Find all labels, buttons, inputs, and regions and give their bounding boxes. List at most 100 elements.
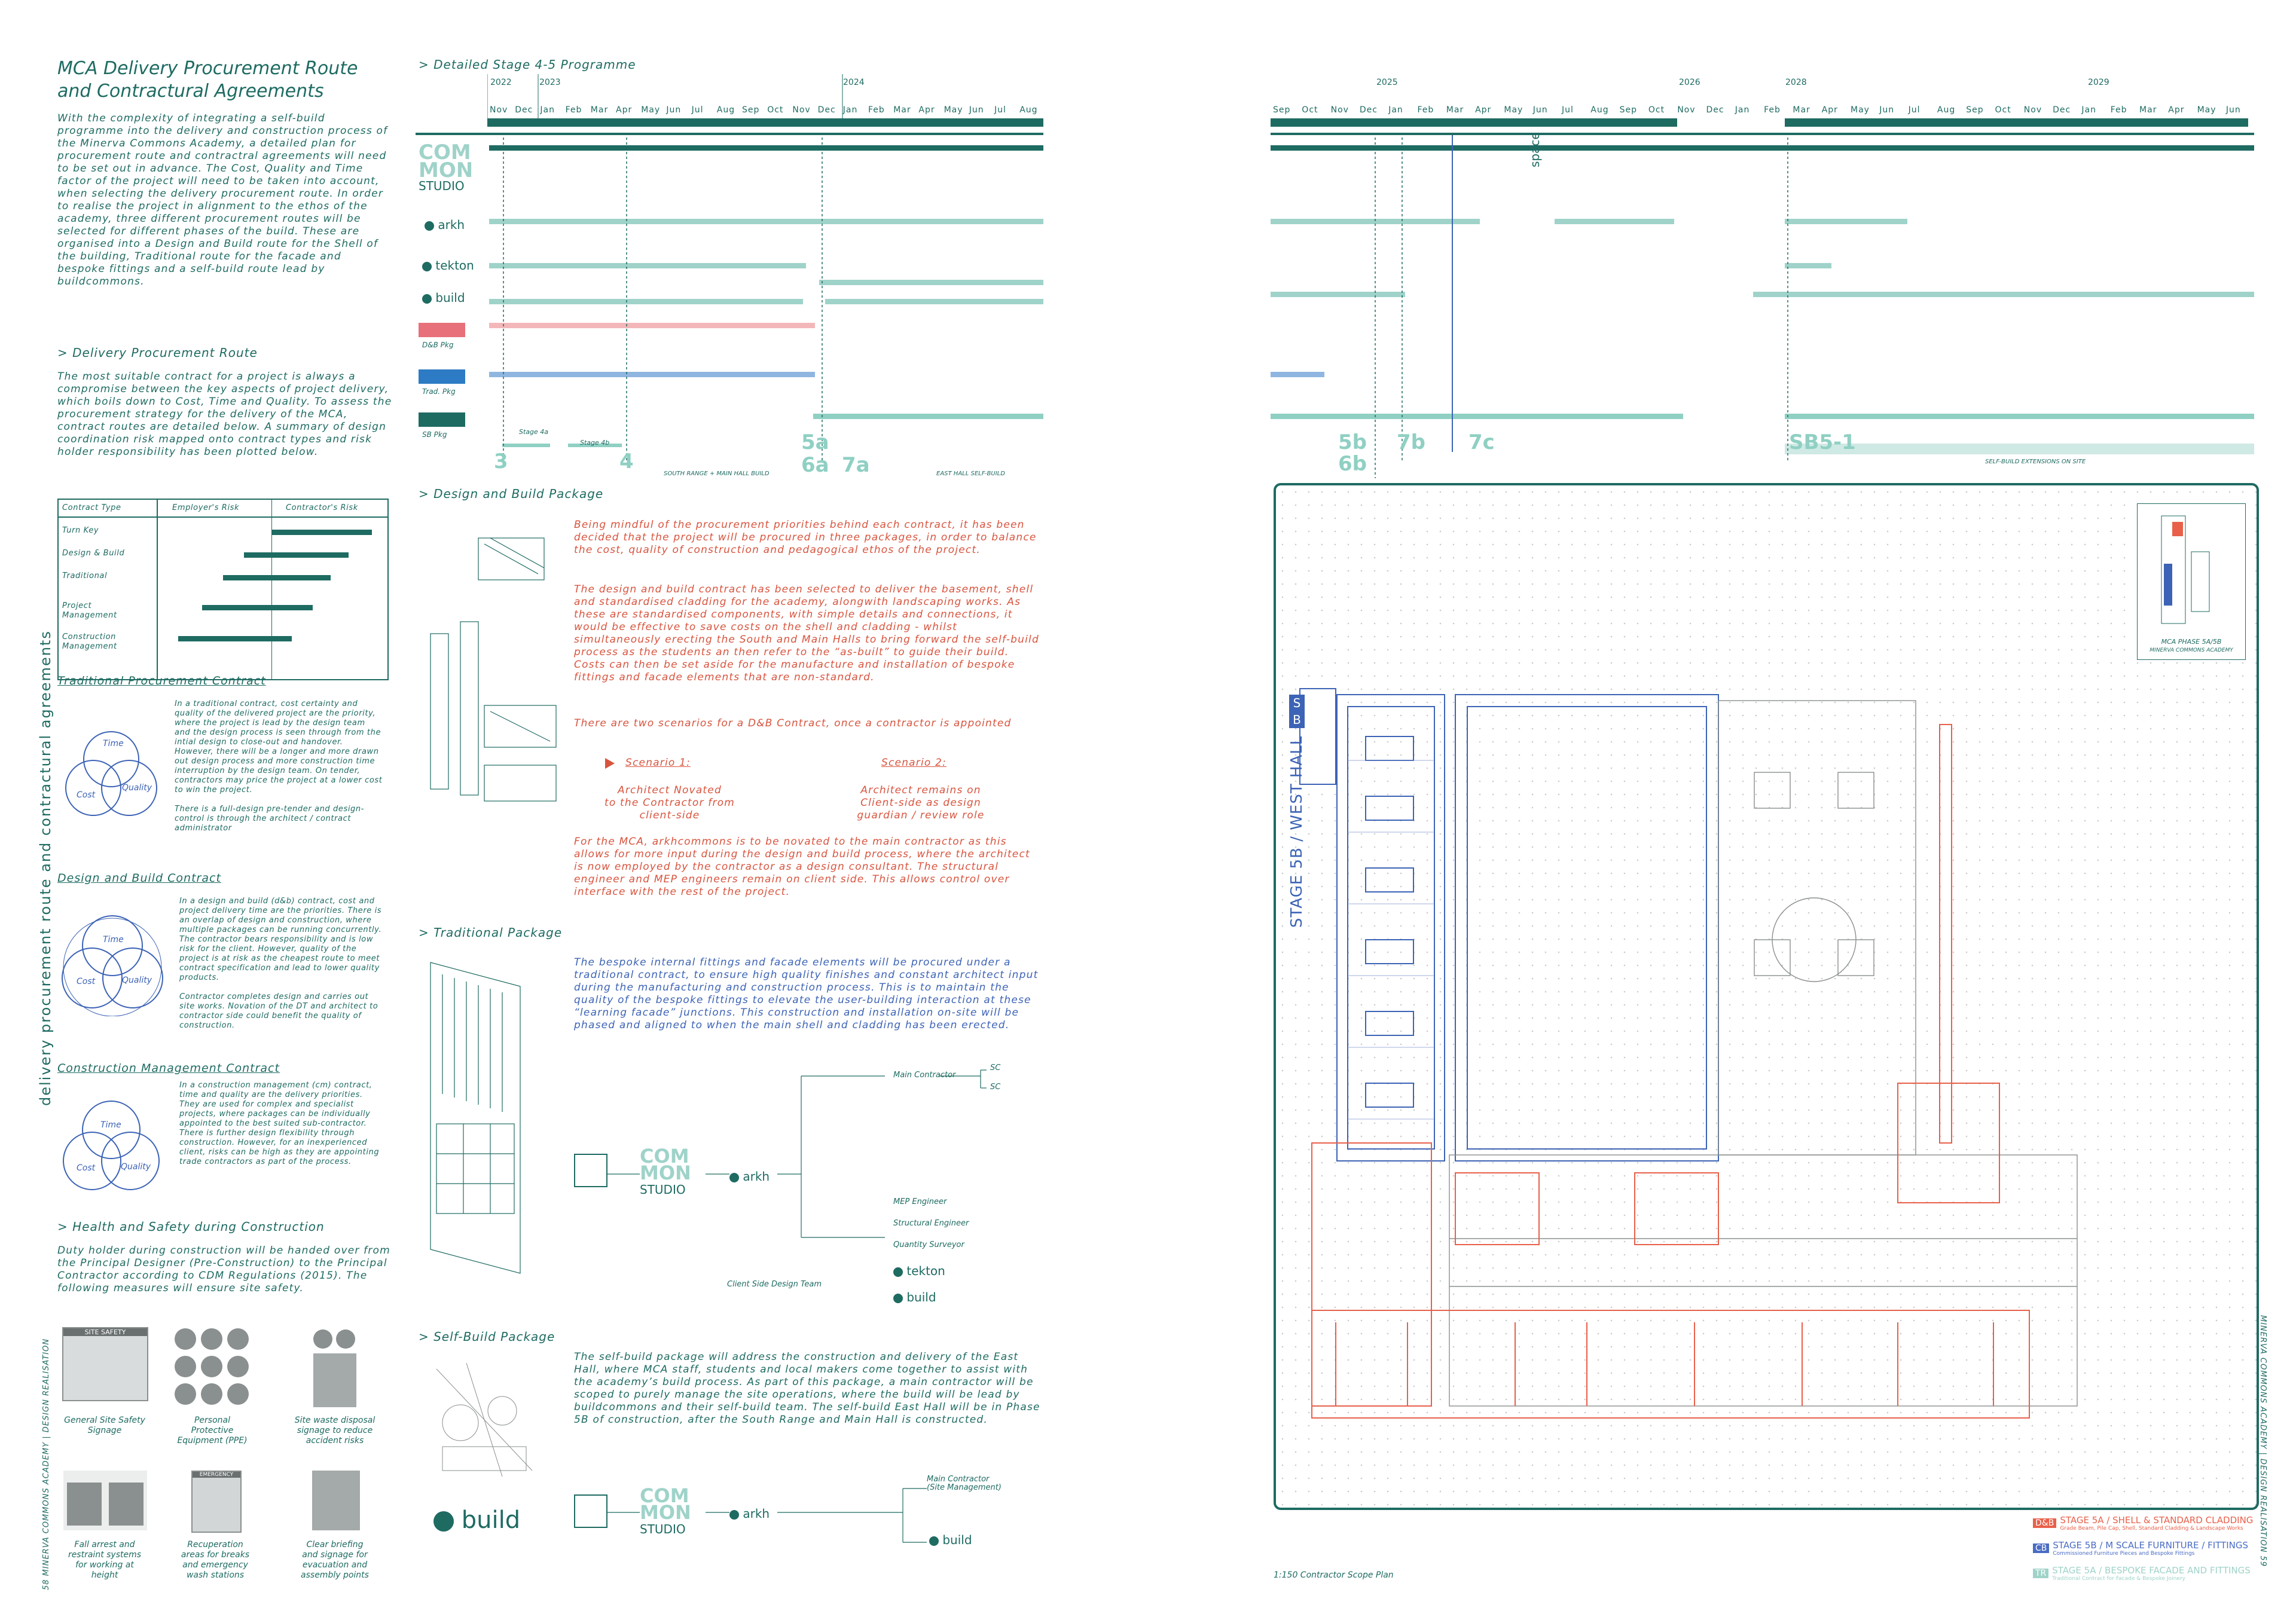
db-paragraph-3: There are two scenarios for a D&B Contra… <box>574 717 1012 729</box>
month-label: Nov <box>792 105 811 115</box>
sb-main-contractor: Main Contractor (Site Management) <box>927 1475 1002 1492</box>
risk-row-label: Traditional <box>62 571 108 580</box>
scenario1-text: Architect Novated to the Contractor from… <box>604 784 735 821</box>
risk-bar <box>202 605 313 610</box>
risk-row-label: Turn Key <box>62 526 99 535</box>
build-logo: build <box>893 1290 936 1304</box>
hs-caption: Fall arrest and restraint systems for wo… <box>68 1540 142 1580</box>
logo-arkh-text: arkh <box>438 218 465 232</box>
year-label: 2028 <box>1785 78 1807 87</box>
commonstudio-logo: COM MON STUDIO <box>640 1147 691 1198</box>
svg-text:Cost: Cost <box>77 790 96 800</box>
sb-pkg-label: SB Pkg <box>422 430 447 439</box>
stage-vertical-label: STAGE 5B / WEST HALL <box>1288 735 1306 928</box>
stage-label: 7b <box>1397 430 1425 454</box>
month-label: Aug <box>1019 105 1038 115</box>
plan-legend: D&B STAGE 5A / SHELL & STANDARD CLADDING… <box>2033 1515 2254 1582</box>
org-sc: SC <box>990 1083 1001 1092</box>
contractor-scope-plan: S B STAGE 5B / WEST HALL MCA PHASE 5A/5B… <box>1274 483 2259 1510</box>
commonstudio-logo: COM MON STUDIO <box>640 1486 691 1538</box>
venn-diagram-cm: Time Cost Quality <box>63 1101 160 1190</box>
month-label: Feb <box>2110 105 2127 115</box>
month-label: May <box>1851 105 1870 115</box>
legend-text: STAGE 5A / BESPOKE FACADE AND FITTINGS <box>2052 1565 2251 1576</box>
risk-header-employer: Employer's Risk <box>172 503 240 512</box>
right-footer: MINERVA COMMONS ACADEMY | DESIGN REALISA… <box>2258 1315 2267 1567</box>
org-main-contractor: Main Contractor <box>893 1071 956 1080</box>
gantt-bar <box>568 444 622 447</box>
route-paragraph: The most suitable contract for a project… <box>57 371 392 458</box>
month-label: Jan <box>1735 105 1750 115</box>
sb-pkg-swatch <box>419 412 465 427</box>
db-pkg-swatch <box>419 323 465 337</box>
month-label: Sep <box>742 105 760 115</box>
svg-text:Cost: Cost <box>77 977 96 986</box>
org-diagram-traditional: COM MON STUDIO arkh Main Contractor SC S… <box>568 1064 1046 1315</box>
risk-bar <box>271 530 372 535</box>
scenario1-title: Scenario 1: <box>625 757 691 769</box>
gantt-bar <box>489 372 815 377</box>
svg-text:Time: Time <box>103 935 124 945</box>
milestone-lines-right <box>1375 137 1788 478</box>
hs-paragraph: Duty holder during construction will be … <box>57 1245 390 1294</box>
month-label: Aug <box>716 105 735 115</box>
month-label: Apr <box>1821 105 1838 115</box>
month-label: Dec <box>515 105 533 115</box>
venn-diagram-db: Time Cost Quality <box>62 915 163 1016</box>
scenario2-text: Architect remains on Client-side as desi… <box>857 784 985 821</box>
legend-sub: Traditional Contract for Facade & Bespok… <box>2052 1576 2185 1582</box>
logo-build-text: build <box>906 1290 936 1304</box>
arkh-logo: arkh <box>729 1506 770 1521</box>
month-label: Aug <box>1937 105 1956 115</box>
logo-build-text: build <box>435 291 465 305</box>
floor-plan-drawing <box>1299 688 2078 1419</box>
stage-label: 7a <box>842 453 870 477</box>
month-label: Nov <box>1677 105 1696 115</box>
vertical-side-title: delivery procurement route and contractu… <box>37 630 54 1106</box>
stage-label: 3 <box>494 450 508 473</box>
facade-elevation-drawing <box>430 962 521 1274</box>
main-title: MCA Delivery Procurement Route and Contr… <box>57 58 358 102</box>
month-label: Sep <box>1273 105 1291 115</box>
legend-sub: Grade Beam, Pile Cap, Shell, Standard Cl… <box>2060 1526 2243 1532</box>
keyplan-label: MCA PHASE 5A/5B <box>2161 638 2222 646</box>
ppe-icon <box>173 1327 251 1411</box>
year-label: 2026 <box>1679 78 1700 87</box>
scenario2-title: Scenario 2: <box>881 757 947 769</box>
month-label: Jan <box>1388 105 1403 115</box>
org-sc: SC <box>990 1063 1001 1072</box>
gantt-bar <box>819 280 1043 285</box>
month-label: Mar <box>2139 105 2157 115</box>
svg-text:Time: Time <box>103 739 124 748</box>
svg-text:Cost: Cost <box>77 1163 96 1173</box>
build-logo: build <box>929 1533 972 1547</box>
east-hall-label: EAST HALL SELF-BUILD <box>936 470 1005 477</box>
month-label: May <box>2197 105 2216 115</box>
month-label: Dec <box>2053 105 2071 115</box>
month-label: Dec <box>817 105 836 115</box>
logo-studio: STUDIO <box>640 1182 686 1197</box>
legend-item: D&B STAGE 5A / SHELL & STANDARD CLADDING… <box>2033 1515 2254 1532</box>
emergency-wash-sign-icon: EMERGENCY <box>191 1471 242 1533</box>
stage-label: 6a <box>801 453 829 477</box>
org-qs: Quantity Surveyor <box>893 1240 964 1249</box>
milestone-lines-left <box>503 137 823 460</box>
gantt-bar <box>1271 414 1683 419</box>
gantt-bar <box>502 444 550 447</box>
sb-package-heading: > Self-Build Package <box>419 1329 555 1344</box>
stage-tag: S B <box>1289 695 1305 728</box>
traditional-text: In a traditional contract, cost certaint… <box>175 699 383 833</box>
extension-label: SELF-BUILD EXTENSIONS ON SITE <box>1985 459 2086 465</box>
month-label: Feb <box>565 105 582 115</box>
stage-label: 7c <box>1468 430 1495 454</box>
logo-com: COM <box>419 140 471 164</box>
stage4a-label: Stage 4a <box>519 428 549 436</box>
month-label: Jul <box>994 105 1006 115</box>
legend-item: TR STAGE 5A / BESPOKE FACADE AND FITTING… <box>2033 1565 2254 1582</box>
month-label: Nov <box>1330 105 1349 115</box>
month-label: Nov <box>2023 105 2042 115</box>
svg-text:Time: Time <box>100 1120 121 1130</box>
month-divider-lines-left <box>487 74 843 120</box>
